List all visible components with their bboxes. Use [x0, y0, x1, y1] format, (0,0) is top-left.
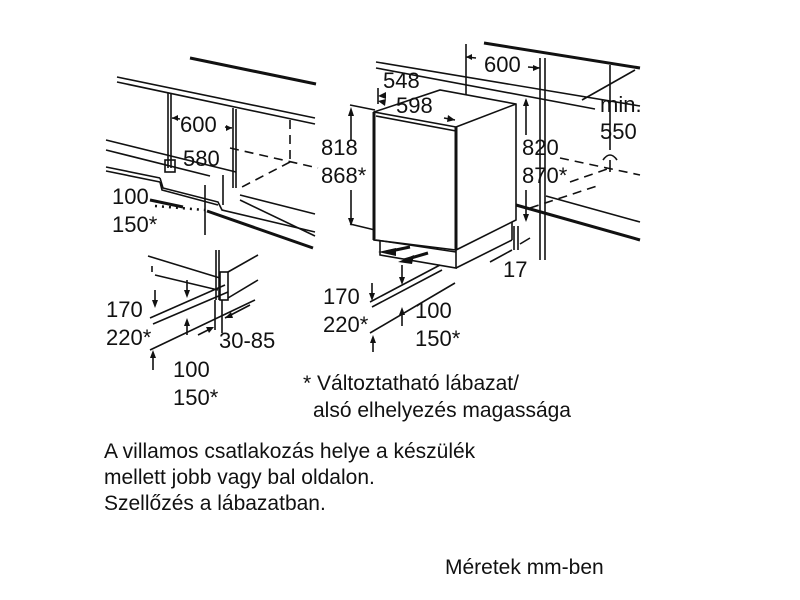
left-plinth-height-b: 150*	[112, 212, 158, 237]
left-niche-drawing: 600 580 100 150*	[105, 56, 319, 250]
left-niche-width-label: 600	[180, 112, 217, 137]
right-width-appliance: 598	[396, 93, 433, 118]
footnote-line-2: alsó elhelyezés magassága	[313, 399, 571, 422]
right-vent-b: 220*	[323, 312, 369, 337]
right-appliance-drawing: 548 598 818 868* 600 min. 550 820 870* 1…	[321, 41, 642, 352]
footnote-line-1: * Változtatható lábazat/	[303, 372, 519, 395]
right-height-b: 868*	[321, 163, 367, 188]
note-line-1: A villamos csatlakozás helye a készülék	[104, 440, 476, 463]
left-plinth-detail: 170 220* 30-85 100 150*	[106, 250, 275, 410]
right-gap: 17	[503, 257, 527, 282]
right-niche-height-a: 820	[522, 135, 559, 160]
right-plinth-a: 100	[415, 298, 452, 323]
right-height-a: 818	[321, 135, 358, 160]
left-niche-depth-label: 580	[183, 146, 220, 171]
left-side-plinth-b: 220*	[106, 325, 152, 350]
right-niche-width: 600	[484, 52, 521, 77]
note-line-3: Szellőzés a lábazatban.	[104, 492, 326, 515]
right-depth-outer: 548	[383, 68, 420, 93]
right-niche-height-b: 870*	[522, 163, 568, 188]
left-bottom-plinth-a: 100	[173, 357, 210, 382]
note-line-2: mellett jobb vagy bal oldalon.	[104, 466, 375, 489]
left-side-plinth-a: 170	[106, 297, 143, 322]
left-plinth-height-a: 100	[112, 184, 149, 209]
units-note: Méretek mm-ben	[445, 556, 604, 579]
right-min-value: 550	[600, 119, 637, 144]
left-plinth-offset: 30-85	[219, 328, 275, 353]
right-vent-a: 170	[323, 284, 360, 309]
left-bottom-plinth-b: 150*	[173, 385, 219, 410]
right-min-label: min.	[600, 92, 642, 117]
right-plinth-b: 150*	[415, 326, 461, 351]
